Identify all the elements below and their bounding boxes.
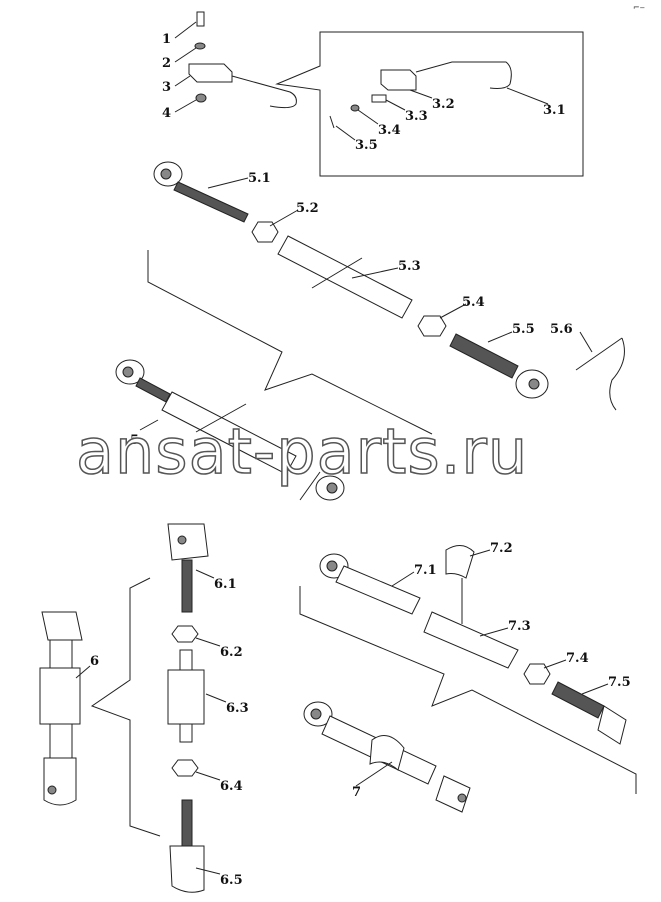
label-6: 6 [90, 654, 99, 669]
label-5-3: 5.3 [398, 259, 421, 274]
part-7-3-tube [423, 611, 519, 669]
part-6-5-fork [169, 845, 205, 893]
label-3-1: 3.1 [543, 103, 566, 118]
label-3-2: 3.2 [432, 97, 455, 112]
label-6-1: 6.1 [214, 577, 237, 592]
label-6-5: 6.5 [220, 873, 243, 888]
bolt-stack-assembly: 1 2 3 4 [162, 11, 297, 121]
part-6-1-thread [181, 559, 193, 613]
label-7-2: 7.2 [490, 541, 513, 556]
lift-rod-6-exploded: 6.1 6.2 6.3 6.4 6.5 [167, 523, 249, 893]
label-7-4: 7.4 [566, 651, 589, 666]
label-5-2: 5.2 [296, 201, 319, 216]
label-7-5: 7.5 [608, 675, 631, 690]
part-5-6-pin [575, 337, 623, 371]
part-5-6-chain [609, 337, 625, 411]
label-7: 7 [352, 785, 361, 800]
part-7-4-nut [523, 663, 551, 685]
part-7-5-thread [551, 681, 605, 719]
part-4-nut [195, 93, 207, 103]
top-link-5-exploded: 5.1 5.2 5.3 5.4 5.5 5.6 [153, 161, 625, 411]
part-5-4-nut [417, 315, 447, 337]
lift-rod-6-assembled: 6 [39, 611, 99, 806]
part-3-4-washer [350, 104, 360, 112]
part-3-5-cotter [329, 115, 335, 129]
label-3-4: 3.4 [378, 123, 401, 138]
label-3-5: 3.5 [355, 138, 378, 153]
part-2-washer [194, 42, 206, 50]
label-6-3: 6.3 [226, 701, 249, 716]
part-3-1-pin [415, 61, 512, 89]
label-6-2: 6.2 [220, 645, 243, 660]
part-7-5-fork [597, 705, 627, 745]
corner-mark: ⌐‒ [633, 3, 645, 12]
label-4: 4 [162, 106, 171, 121]
part-5-1-threaded-rod [173, 181, 249, 223]
part-5-2-nut [251, 221, 279, 243]
bracket-5 [147, 250, 433, 435]
label-1: 1 [162, 32, 171, 47]
detail-box-3: 3.1 3.2 3.3 3.4 3.5 [275, 31, 584, 177]
part-3-3-sleeve [371, 94, 387, 103]
part-3-2-bracket [380, 69, 417, 91]
label-6-4: 6.4 [220, 779, 243, 794]
part-5-3-tube [277, 235, 413, 319]
watermark-text: ansat-parts.ru [76, 415, 528, 488]
label-7-3: 7.3 [508, 619, 531, 634]
adjustable-link-7-assembled: 7 [303, 701, 471, 813]
bracket-7 [299, 586, 637, 794]
detail-callout-frame [275, 31, 584, 177]
part-5-3-handle [311, 257, 363, 289]
top-link-5-assembled: 5 [115, 359, 345, 501]
part-6-2-nut [171, 625, 199, 643]
part-1-bolt [196, 11, 205, 27]
adjustable-link-7-exploded: 7.1 7.2 7.3 7.4 7.5 [319, 541, 631, 745]
label-5-5: 5.5 [512, 322, 535, 337]
part-6-4-nut [171, 759, 199, 777]
label-5-6: 5.6 [550, 322, 573, 337]
part-3-pin-wire [231, 75, 297, 109]
part-7-1-rod [335, 565, 421, 615]
part-7-2-clip [445, 545, 475, 579]
part-6-5-thread [181, 799, 193, 847]
label-7-1: 7.1 [414, 563, 437, 578]
label-3-3: 3.3 [405, 109, 428, 124]
part-3-bracket [188, 63, 233, 83]
label-5-4: 5.4 [462, 295, 485, 310]
part-5-5-threaded-rod [449, 333, 519, 379]
part-6-3-neck [179, 649, 193, 671]
label-2: 2 [162, 56, 171, 71]
part-6-1-fork [167, 523, 209, 561]
label-3: 3 [162, 80, 171, 95]
label-5: 5 [130, 433, 139, 448]
part-6-3-body [167, 669, 205, 725]
bracket-6 [90, 577, 161, 837]
label-5-1: 5.1 [248, 171, 271, 186]
